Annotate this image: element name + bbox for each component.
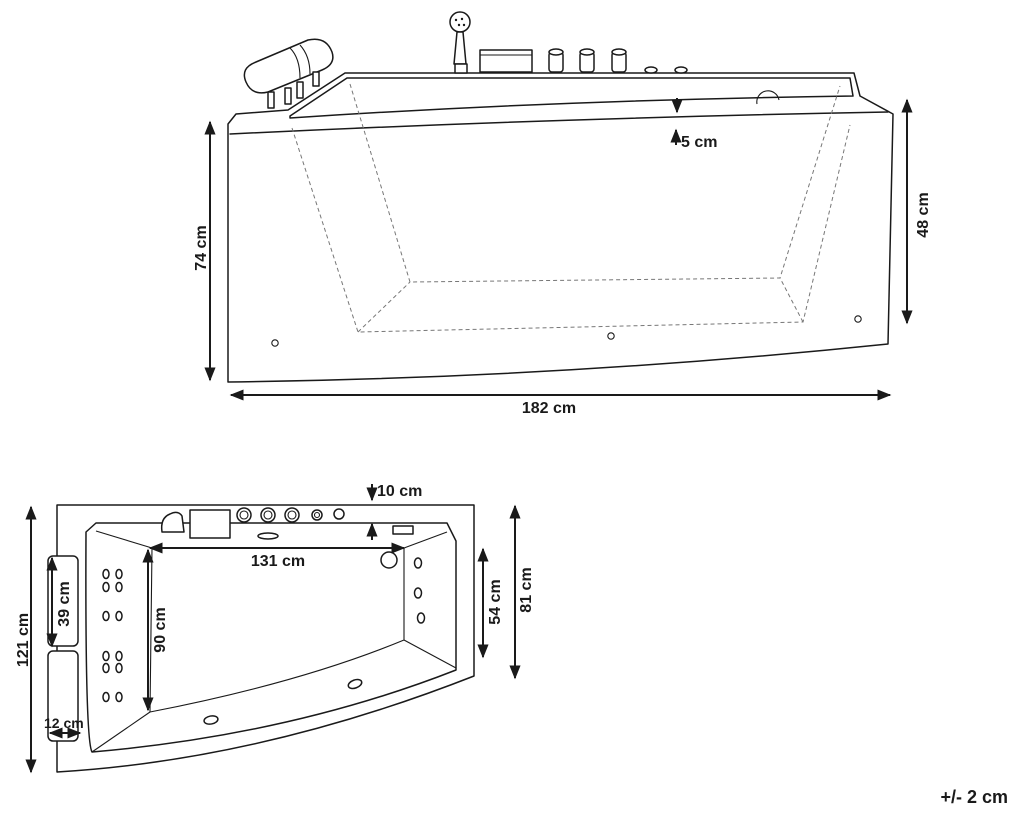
shower-holder-icon [160, 511, 185, 533]
drain-icon [257, 532, 279, 540]
floor-jet-icon [347, 678, 363, 690]
waterfall-spout-icon [479, 49, 533, 73]
jet-icon [413, 557, 423, 569]
headrest-lower-icon [47, 650, 79, 742]
jet-icon [854, 315, 862, 323]
valve-icon [284, 87, 292, 105]
jet-icon [416, 612, 426, 624]
button-top-icon [333, 508, 345, 520]
button-icon [644, 66, 658, 74]
length-label: 182 cm [522, 400, 576, 417]
inner-basin-hidden [291, 124, 851, 333]
height-label: 74 cm [193, 225, 210, 270]
knob-top-icon [260, 507, 276, 523]
control-knob-icon [579, 48, 595, 73]
headrest-width-label: 12 cm [44, 715, 84, 731]
button-icon [674, 66, 688, 74]
top-rim-label: 10 cm [377, 483, 422, 500]
jet-icon [413, 587, 423, 599]
top-basin-floor [149, 547, 405, 713]
jet-icon [271, 339, 279, 347]
rim-step-label: 5 cm [681, 134, 717, 151]
inner-depth-label: 48 cm [915, 192, 932, 237]
width-right-label: 81 cm [518, 567, 535, 612]
control-knob-icon [548, 48, 564, 73]
tub-body-outline [227, 72, 894, 383]
side-view: 74 cm 182 cm 48 cm 5 cm [193, 11, 932, 417]
headrest-length-label: 39 cm [56, 581, 73, 626]
tub-rim-inner [289, 77, 854, 119]
tub-apron-line [229, 111, 889, 135]
knob-top-icon [284, 507, 300, 523]
tolerance-note: +/- 2 cm [940, 787, 1008, 807]
jet-cluster [102, 568, 123, 703]
inner-width-left-label: 90 cm [152, 607, 169, 652]
drain-top-icon [380, 551, 398, 569]
inner-width-right-label: 54 cm [487, 579, 504, 624]
floor-jet-icon [203, 715, 219, 725]
valve-icon [312, 71, 320, 87]
top-view: 131 cm 90 cm 121 cm 39 cm 12 cm 10 cm 54… [15, 483, 535, 774]
overflow-drain-icon [756, 90, 780, 105]
hand-shower-icon [449, 11, 471, 74]
knob-top-icon [236, 507, 252, 523]
top-inner-outline [85, 522, 457, 753]
button-top-icon [311, 509, 323, 521]
top-outer-outline [56, 504, 475, 773]
valve-icon [296, 81, 304, 99]
headrest-pillow-icon [243, 38, 334, 109]
overflow-top-icon [392, 525, 414, 535]
control-knob-icon [611, 48, 627, 73]
width-total-label: 121 cm [15, 613, 32, 667]
spout-top-icon [189, 509, 231, 539]
inner-length-label: 131 cm [251, 553, 305, 570]
jet-icon [607, 332, 615, 340]
